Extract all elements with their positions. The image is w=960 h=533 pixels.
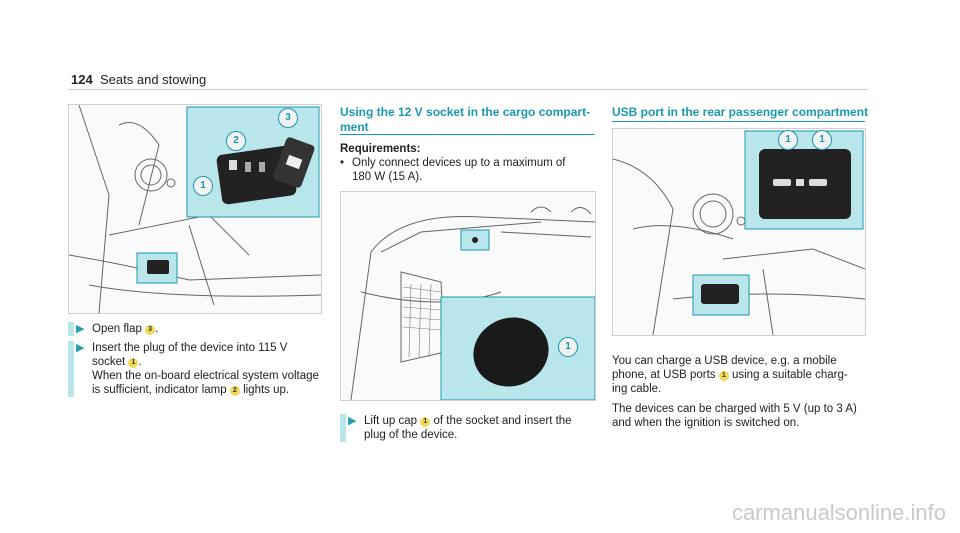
step-arrow-icon: ▶ <box>76 323 85 335</box>
heading-underline <box>340 134 595 135</box>
step-arrow-icon: ▶ <box>76 342 85 354</box>
callout-1: 1 <box>558 337 578 357</box>
section-title: Seats and stowing <box>100 72 207 87</box>
page-number: 124 <box>71 72 93 87</box>
bullet-icon: • <box>340 157 345 169</box>
callout-3: 3 <box>278 108 298 128</box>
usb-paragraph-1: You can charge a USB device, e.g. a mobi… <box>612 355 848 395</box>
figure-socket-console <box>68 104 322 314</box>
step-arrow-icon: ▶ <box>348 415 357 427</box>
step-insert-plug: ▶Insert the plug of the device into 115 … <box>76 342 319 396</box>
step-marker-bar <box>68 322 74 336</box>
step-marker-bar <box>68 341 74 397</box>
step-marker-bar <box>340 414 346 442</box>
badge-1: 1 <box>128 358 139 368</box>
badge-1: 1 <box>718 371 729 381</box>
heading-underline <box>612 121 865 122</box>
requirement-item: •Only connect devices up to a maximum of… <box>340 157 566 183</box>
usb-paragraph-2: The devices can be charged with 5 V (up … <box>612 403 857 429</box>
heading-12v-socket: Using the 12 V socket in the cargo compa… <box>340 105 591 134</box>
step-lift-cap: ▶Lift up cap 1 of the socket and insert … <box>348 415 572 441</box>
callout-1: 1 <box>193 176 213 196</box>
header-divider <box>68 89 868 90</box>
watermark: carmanualsonline.info <box>731 500 946 525</box>
badge-3: 3 <box>145 325 156 335</box>
badge-1: 1 <box>420 417 431 427</box>
callout-2: 2 <box>226 131 246 151</box>
callout-1-left: 1 <box>778 130 798 150</box>
badge-2: 2 <box>229 386 240 396</box>
figure-usb-ports <box>612 128 866 336</box>
figure-cargo-socket <box>340 191 596 401</box>
heading-usb-port: USB port in the rear passenger compartme… <box>612 105 869 119</box>
step-open-flap: ▶Open flap 3. <box>76 323 159 335</box>
requirements-label: Requirements: <box>340 143 421 155</box>
callout-1-right: 1 <box>812 130 832 150</box>
